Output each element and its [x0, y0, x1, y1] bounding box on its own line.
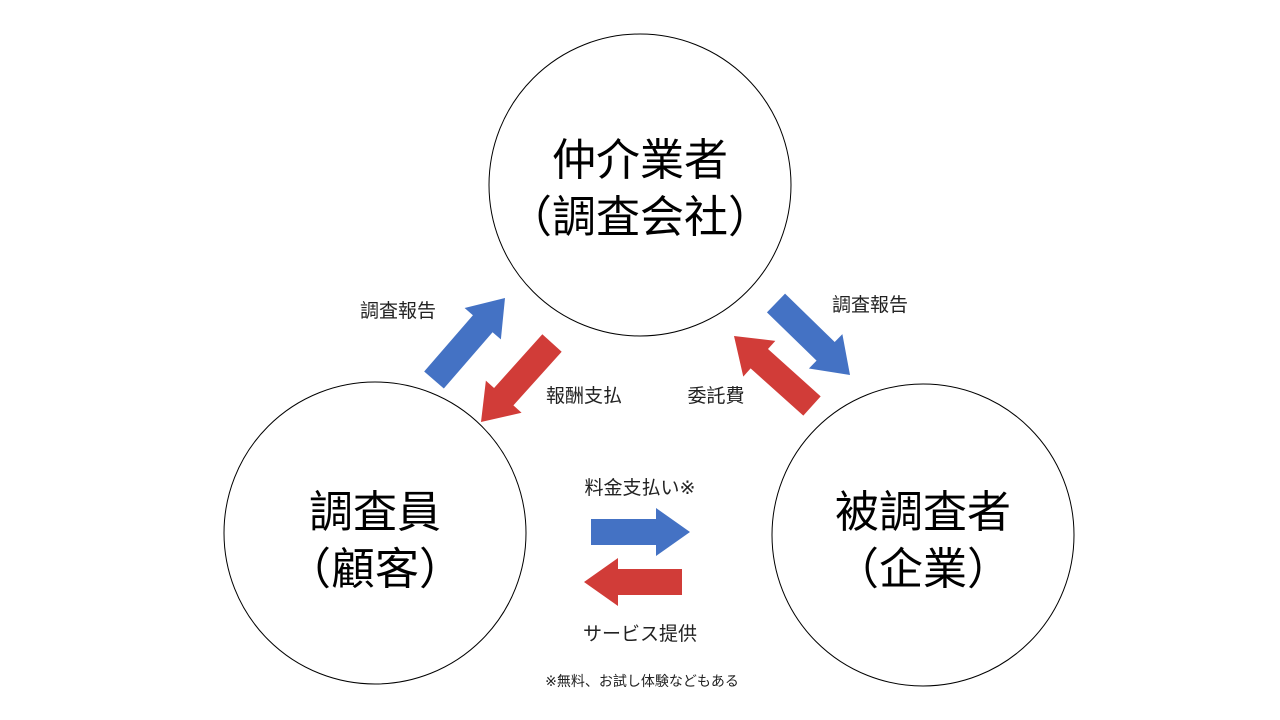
researcher-node — [223, 381, 527, 685]
subject-subtitle: （企業） — [835, 544, 1011, 595]
broker-subtitle: （調査会社） — [508, 192, 772, 243]
arrow-researcher-to-broker — [424, 298, 505, 389]
arrow-subject-to-broker — [734, 335, 821, 416]
researcher-subtitle: （顧客） — [287, 544, 463, 595]
label-broker-to-researcher: 報酬支払 — [546, 385, 622, 407]
broker-node — [488, 33, 792, 337]
label-broker-to-subject: 調査報告 — [832, 294, 908, 316]
label-researcher-to-broker: 調査報告 — [360, 300, 436, 322]
researcher-title: 調査員 — [309, 487, 441, 538]
subject-title: 被調査者 — [835, 487, 1011, 538]
arrow-subject-to-researcher — [584, 558, 682, 606]
footnote: ※無料、お試し体験などもある — [545, 674, 739, 690]
arrow-broker-to-researcher — [481, 334, 562, 423]
label-subject-to-researcher: サービス提供 — [583, 623, 697, 645]
label-subject-to-broker: 委託費 — [687, 385, 744, 407]
label-researcher-to-subject: 料金支払い※ — [585, 477, 696, 499]
subject-node — [771, 383, 1075, 687]
arrow-researcher-to-subject — [591, 508, 690, 556]
arrow-broker-to-subject — [766, 293, 850, 376]
broker-title: 仲介業者 — [552, 135, 728, 186]
